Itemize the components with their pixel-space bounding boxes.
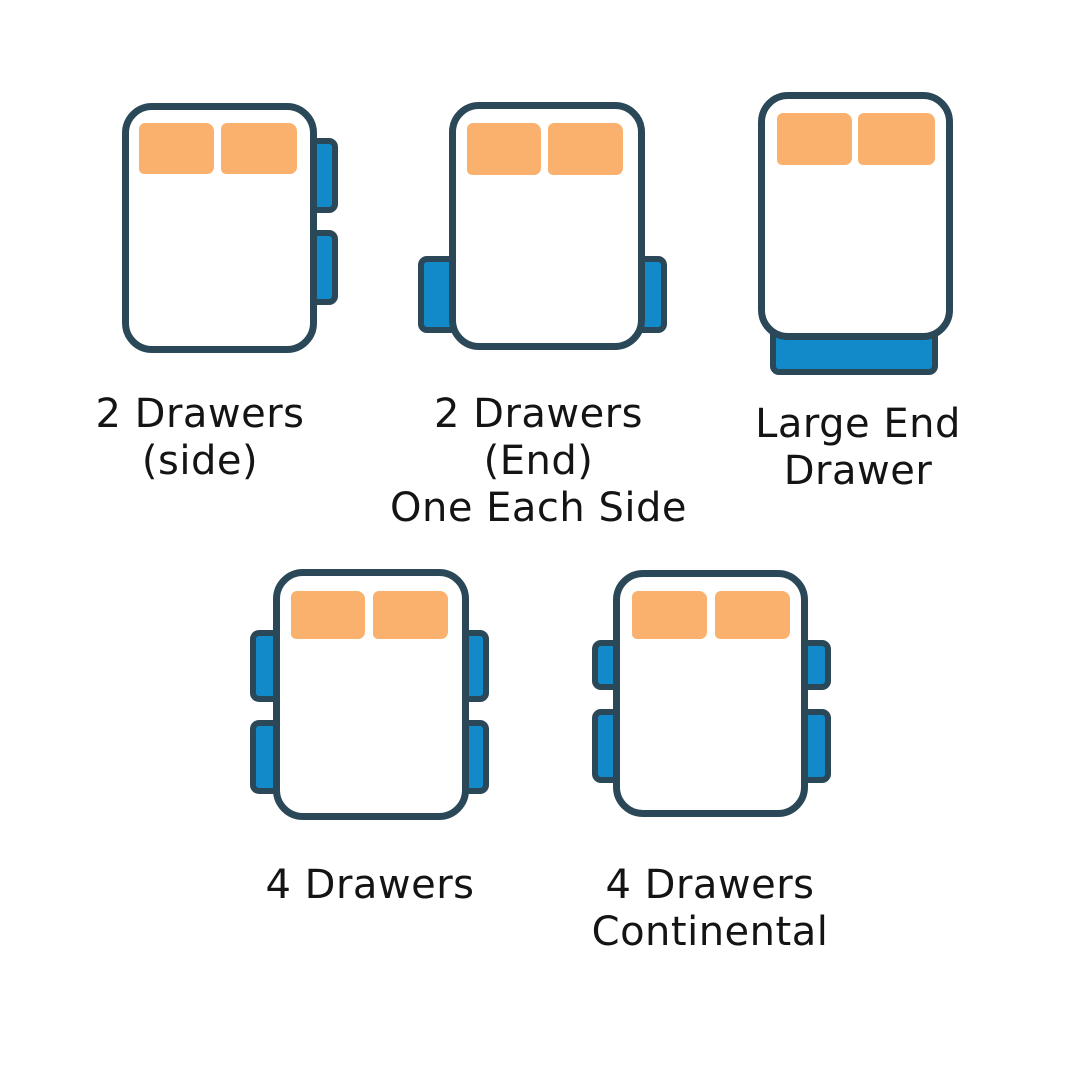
figure-label-line: Large End xyxy=(755,401,961,447)
pillow-left-icon xyxy=(139,123,214,174)
figure-label-line: One Each Side xyxy=(389,484,687,531)
figure-label-line: 4 Drawers xyxy=(265,862,475,908)
figure-label-line: 2 Drawers (End) xyxy=(433,391,644,484)
figure-label-line: 4 Drawers xyxy=(605,862,815,908)
pillow-right-icon xyxy=(715,591,790,639)
figure-label: Large End Drawer xyxy=(718,401,998,495)
pillow-right-icon xyxy=(548,123,623,175)
pillow-right-icon xyxy=(221,123,297,174)
figure-label: 4 Drawers Continental xyxy=(570,862,850,956)
figure-label-line: (side) xyxy=(141,437,259,484)
figure-label: 2 Drawers (End) One Each Side xyxy=(381,391,696,531)
pillow-left-icon xyxy=(777,113,852,165)
figure-label: 4 Drawers xyxy=(230,862,510,909)
figure-label-line: Continental xyxy=(591,908,829,955)
pillow-right-icon xyxy=(858,113,935,165)
pillow-left-icon xyxy=(632,591,707,639)
pillow-left-icon xyxy=(467,123,541,175)
figure-label-line: 2 Drawers xyxy=(95,391,305,437)
figure-label: 2 Drawers (side) xyxy=(60,391,340,485)
figure-label-line: Drawer xyxy=(783,447,933,494)
pillow-left-icon xyxy=(291,591,365,639)
pillow-right-icon xyxy=(373,591,448,639)
